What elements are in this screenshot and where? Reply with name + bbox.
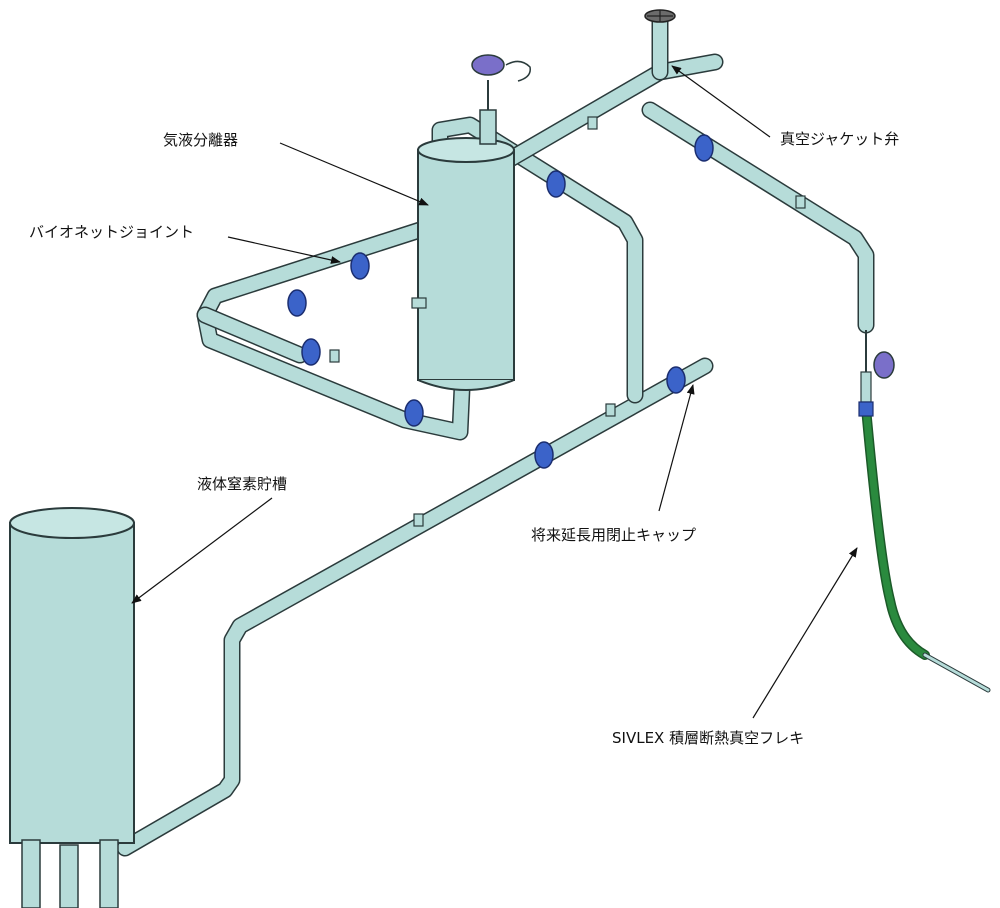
- bayonet-joint-icon: [350, 252, 370, 280]
- flex-hose-valve-icon: [860, 330, 895, 403]
- bayonet-joint-icon: [534, 441, 554, 469]
- label-ln2-tank: 液体窒素貯槽: [197, 475, 288, 493]
- label-separator: 気液分離器: [163, 131, 239, 149]
- bayonet-joint-icon: [546, 170, 566, 198]
- label-end-cap: 将来延長用閉止キャップ: [531, 526, 697, 544]
- leader-bayonet: [227, 236, 341, 264]
- sivlex-flex-hose: [858, 401, 991, 693]
- bayonet-joint-icon: [694, 134, 714, 162]
- label-vacuum-jacket-valve: 真空ジャケット弁: [780, 130, 900, 148]
- bayonet-joints: [287, 134, 714, 469]
- bayonet-joint-icon: [404, 399, 424, 427]
- liquid-nitrogen-tank-icon: [9, 507, 135, 908]
- leader-separator: [279, 142, 429, 206]
- return-riser-pipe: [431, 116, 644, 404]
- leader-valve: [671, 65, 771, 138]
- label-bayonet-joint: バイオネットジョイント: [29, 223, 195, 241]
- main-transfer-pipe: [116, 357, 714, 857]
- upper-header-pipe: [491, 9, 875, 334]
- bayonet-joint-icon: [287, 289, 307, 317]
- bayonet-loop-pipe: [196, 221, 471, 441]
- label-flex-hose: SIVLEX 積層断熱真空フレキ: [612, 729, 805, 747]
- leader-lines: [131, 65, 858, 719]
- leader-cap: [658, 384, 695, 512]
- gas-liquid-separator-icon: [411, 109, 515, 391]
- leader-tank: [131, 497, 273, 604]
- bayonet-joint-icon: [666, 366, 686, 394]
- leader-flex: [752, 547, 858, 719]
- pipe-ports: [329, 116, 806, 527]
- vacuum-jacket-valve-icon: [644, 9, 676, 23]
- separator-vent-valve-icon: [471, 54, 531, 110]
- bayonet-joint-icon: [301, 338, 321, 366]
